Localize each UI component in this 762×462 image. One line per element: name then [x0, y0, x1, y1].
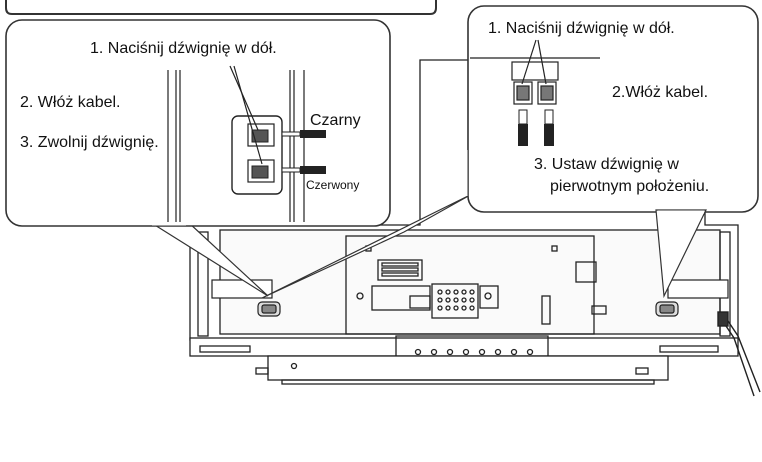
right-step-1-label: 1. Naciśnij dźwignię w dół. [488, 20, 675, 37]
right-callout [261, 5, 759, 299]
right-step-3-line1: 3. Ustaw dźwignię w [534, 156, 679, 173]
right-step-3-line2: pierwotnym położeniu. [550, 178, 710, 195]
black-wire-label: Czarny [310, 112, 361, 129]
left-callout [5, 19, 391, 297]
left-speaker-terminal [211, 279, 281, 317]
right-speaker-terminal [655, 279, 729, 317]
red-wire-label: Czerwony [306, 178, 360, 192]
right-step-2-label: 2.Włóż kabel. [612, 84, 709, 101]
left-step-1-label: 1. Naciśnij dźwignię w dół. [90, 40, 277, 57]
speaker-cable [717, 311, 761, 397]
left-step-3-label: 3. Zwolnij dźwignię. [20, 134, 159, 151]
left-step-2-label: 2. Włóż kabel. [20, 94, 121, 111]
header-frame-fragment [5, 0, 437, 15]
